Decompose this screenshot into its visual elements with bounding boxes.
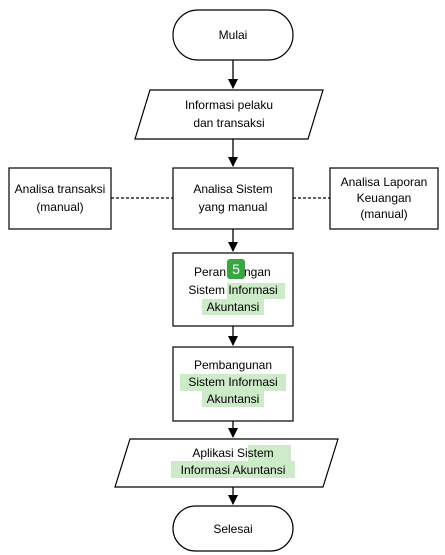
- label-analysis-line-1: Analisa Sistem: [193, 182, 272, 196]
- highlight-design-akuntansi: [202, 299, 264, 315]
- label-design-line-2-plain: Sistem: [188, 283, 228, 297]
- badge-background: [227, 259, 245, 279]
- label-right-analysis-line-3: (manual): [360, 207, 407, 221]
- highlight-app-informasi-akuntansi: [171, 461, 295, 478]
- label-right-analysis-line-1: Analisa Laporan: [341, 175, 428, 189]
- terminator-end: [172, 505, 294, 552]
- highlight-build-akuntansi: [202, 390, 264, 407]
- label-design-line-3: Akuntansi: [207, 300, 260, 314]
- highlights: [171, 283, 295, 478]
- label-design-line-2: Sistem Informasi: [188, 283, 277, 297]
- label-input-line-1: Informasi pelaku: [185, 98, 273, 112]
- annotation-badge: 5: [227, 259, 245, 279]
- label-right-analysis-line-2: Keuangan: [357, 191, 412, 205]
- label-app-line-1-highlight: Sistem: [237, 446, 274, 460]
- connectors: [111, 60, 330, 505]
- process-analysis: [172, 167, 294, 230]
- terminator-start: [172, 9, 294, 61]
- highlight-app-sistem: [248, 445, 291, 461]
- label-app-line-2: Informasi Akuntansi: [181, 463, 286, 477]
- label-design-line-1-suffix: ngan: [244, 265, 271, 279]
- label-input-line-2: dan transaksi: [193, 116, 264, 130]
- highlight-design-informasi: [227, 283, 285, 299]
- label-start: Mulai: [219, 28, 248, 42]
- parallelogram-input: [134, 89, 324, 140]
- process-left-analysis: [8, 167, 112, 230]
- process-right-analysis: [329, 167, 439, 230]
- label-build-line-3: Akuntansi: [207, 392, 260, 406]
- label-left-analysis-line-1: Analisa transaksi: [15, 182, 106, 196]
- label-app-line-1: Aplikasi Sistem: [192, 446, 273, 460]
- label-left-analysis-line-2: (manual): [36, 200, 83, 214]
- label-app-line-1-plain: Aplikasi: [192, 446, 237, 460]
- labels: Mulai Informasi pelaku dan transaksi Ana…: [15, 28, 428, 536]
- label-design-line-1-prefix: Peran: [194, 265, 226, 279]
- badge-label: 5: [232, 261, 240, 277]
- label-analysis-line-2: yang manual: [199, 200, 268, 214]
- label-design-line-2-highlight: Informasi: [228, 283, 277, 297]
- highlight-build-sistem-informasi: [180, 374, 286, 391]
- label-build-line-2: Sistem Informasi: [188, 375, 277, 389]
- label-end: Selesai: [213, 522, 252, 536]
- label-build-line-1: Pembangunan: [194, 358, 272, 372]
